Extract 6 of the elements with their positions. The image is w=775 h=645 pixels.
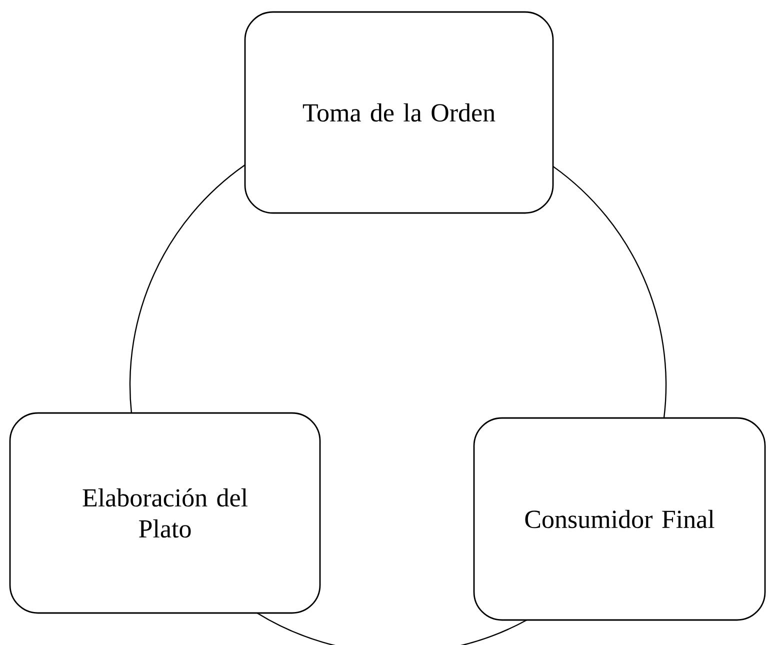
connector-arc: [129, 164, 246, 413]
process-box: Toma de la Orden: [244, 11, 554, 214]
process-box: Consumidor Final: [473, 417, 766, 621]
connector-arc: [257, 612, 528, 645]
connector-arc: [552, 166, 666, 418]
process-box: Elaboración del Plato: [9, 412, 321, 614]
